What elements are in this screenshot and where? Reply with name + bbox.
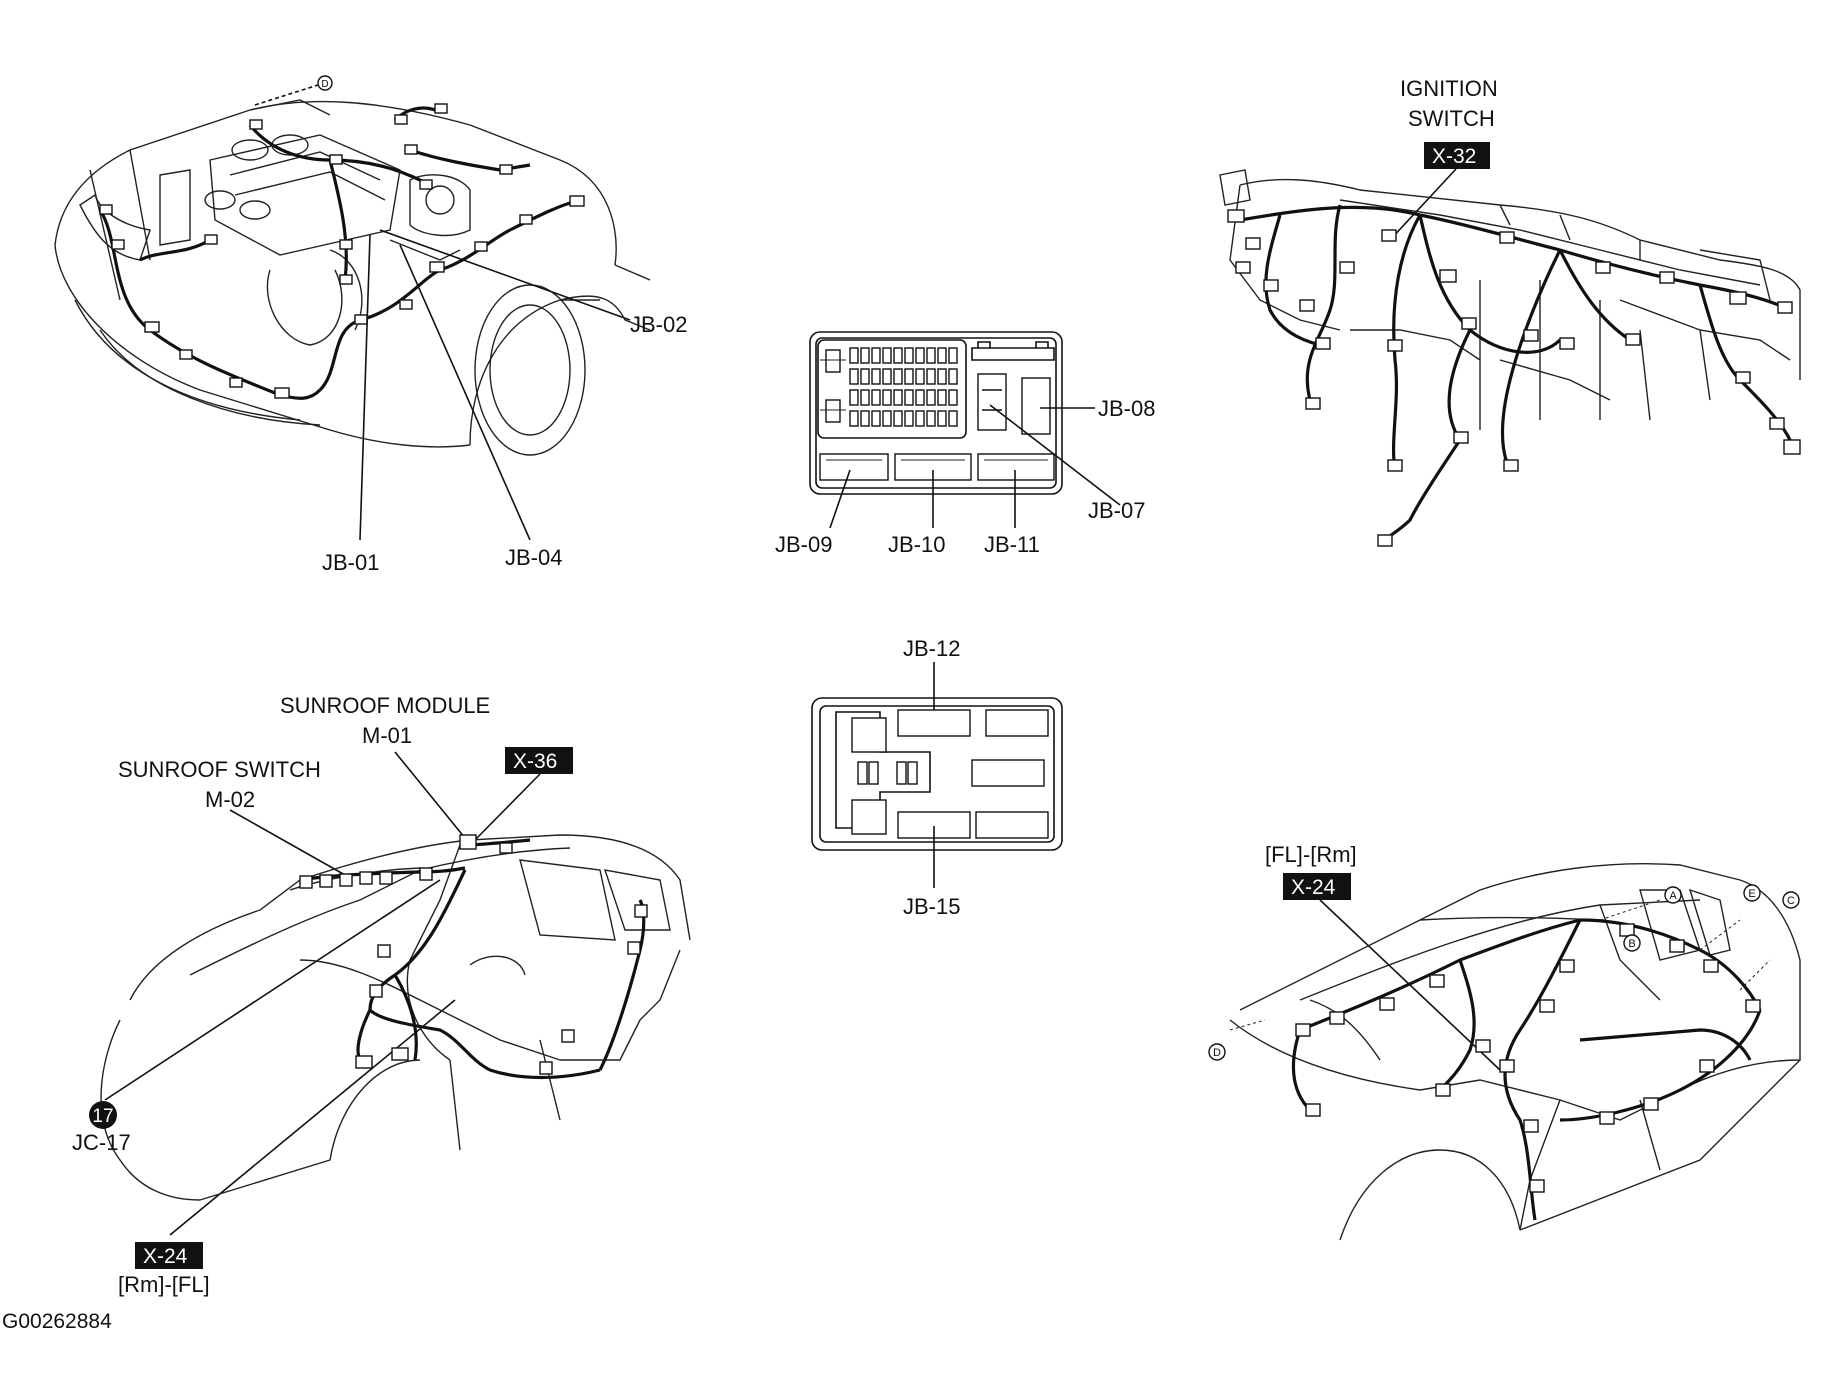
- fuse-cell: [915, 368, 925, 385]
- fuse-cell: [948, 347, 958, 364]
- fuse-cell: [882, 368, 892, 385]
- jc-17-marker: [89, 1101, 117, 1129]
- marker-b: B: [1628, 938, 1635, 950]
- fuse-cell: [948, 410, 958, 427]
- fuse-grid: [820, 349, 846, 423]
- fuse-cell: [893, 368, 903, 385]
- label-rm-fl: [Rm]-[FL]: [118, 1272, 210, 1297]
- fuse-cell: [904, 410, 914, 427]
- jc-17-number: 17: [92, 1106, 113, 1127]
- fuse-cell: [860, 410, 870, 427]
- fuse-cell: [926, 410, 936, 427]
- fuse-cell: [849, 389, 859, 406]
- fuse-cell: [904, 347, 914, 364]
- fuse-cell: [893, 389, 903, 406]
- fuse-cell: [871, 368, 881, 385]
- label-fl-rm: [FL]-[Rm]: [1265, 842, 1357, 867]
- fuse-cell: [904, 368, 914, 385]
- fuse-cell: [860, 389, 870, 406]
- instrument-panel-harness-illustration: IGNITION SWITCH X-32: [1219, 76, 1801, 547]
- sunroof-switch-label: SUNROOF SWITCH: [118, 757, 321, 782]
- marker-d-top: D: [321, 79, 328, 90]
- fuse-cell: [926, 389, 936, 406]
- fuse-cell: [882, 347, 892, 364]
- engine-compartment-illustration: D: [54, 75, 651, 541]
- fuse-cell: [937, 368, 947, 385]
- tag-x-32: [1424, 142, 1490, 169]
- junction-box-main: [809, 331, 1121, 529]
- sunroof-switch-code: M-02: [205, 787, 255, 812]
- junction-box-secondary: JB-12 JB-15: [811, 636, 1063, 919]
- body-harness-illustration: [FL]-[Rm] X-24: [1208, 842, 1801, 1241]
- fuse-cell: [926, 347, 936, 364]
- marker-c: C: [1787, 895, 1795, 907]
- marker-a: A: [1669, 890, 1677, 902]
- label-jb-09: JB-09: [775, 532, 832, 557]
- label-jb-11: JB-11: [984, 532, 1040, 557]
- tag-x-36: [505, 747, 573, 774]
- tag-x-24-left: [135, 1242, 203, 1269]
- label-jb-10: JB-10: [888, 532, 945, 557]
- ignition-label-line1: IGNITION: [1400, 76, 1498, 101]
- label-jc-17: JC-17: [72, 1130, 131, 1155]
- fuse-cell: [882, 389, 892, 406]
- tag-x-24-left-text: X-24: [143, 1245, 188, 1268]
- fuse-cell: [937, 410, 947, 427]
- fuse-cell: [915, 389, 925, 406]
- fuse-cell: [849, 410, 859, 427]
- fuse-cell: [849, 368, 859, 385]
- fuse-cell: [948, 368, 958, 385]
- fuse-cell: [893, 347, 903, 364]
- label-jb-07: JB-07: [1088, 498, 1145, 523]
- fuse-cell: [860, 347, 870, 364]
- label-jb-12: JB-12: [903, 636, 960, 661]
- fuse-cell: [915, 410, 925, 427]
- fuse-cell: [948, 389, 958, 406]
- sunroof-module-code: M-01: [362, 723, 412, 748]
- sunroof-module-label: SUNROOF MODULE: [280, 693, 490, 718]
- label-jb-02: JB-02: [630, 312, 687, 337]
- fuse-cell: [871, 410, 881, 427]
- label-jb-15: JB-15: [903, 894, 960, 919]
- fuse-cell: [849, 347, 859, 364]
- ignition-label-line2: SWITCH: [1408, 106, 1495, 131]
- marker-e: E: [1748, 888, 1755, 900]
- fuse-cell: [926, 368, 936, 385]
- tag-x-24-right: [1283, 873, 1351, 900]
- fuse-cell: [860, 368, 870, 385]
- sunroof-harness-illustration: SUNROOF MODULE M-01 SUNROOF SWITCH M-02 …: [72, 693, 691, 1297]
- fuse-cell: [937, 389, 947, 406]
- fuse-rows: [849, 347, 958, 427]
- label-jb-01: JB-01: [322, 550, 379, 575]
- figure-id: G00262884: [2, 1310, 112, 1333]
- label-jb-04: JB-04: [505, 545, 562, 570]
- fuse-cell: [915, 347, 925, 364]
- fuse-cell: [871, 347, 881, 364]
- fuse-cell: [893, 410, 903, 427]
- fuse-cell: [871, 389, 881, 406]
- marker-d-right: D: [1213, 1047, 1221, 1059]
- fuse-cell: [904, 389, 914, 406]
- fuse-cell: [937, 347, 947, 364]
- tag-x-24-right-text: X-24: [1291, 876, 1336, 899]
- label-jb-08: JB-08: [1098, 396, 1155, 421]
- tag-x-36-text: X-36: [513, 750, 557, 773]
- fuse-cell: [882, 410, 892, 427]
- tag-x-32-text: X-32: [1432, 145, 1476, 168]
